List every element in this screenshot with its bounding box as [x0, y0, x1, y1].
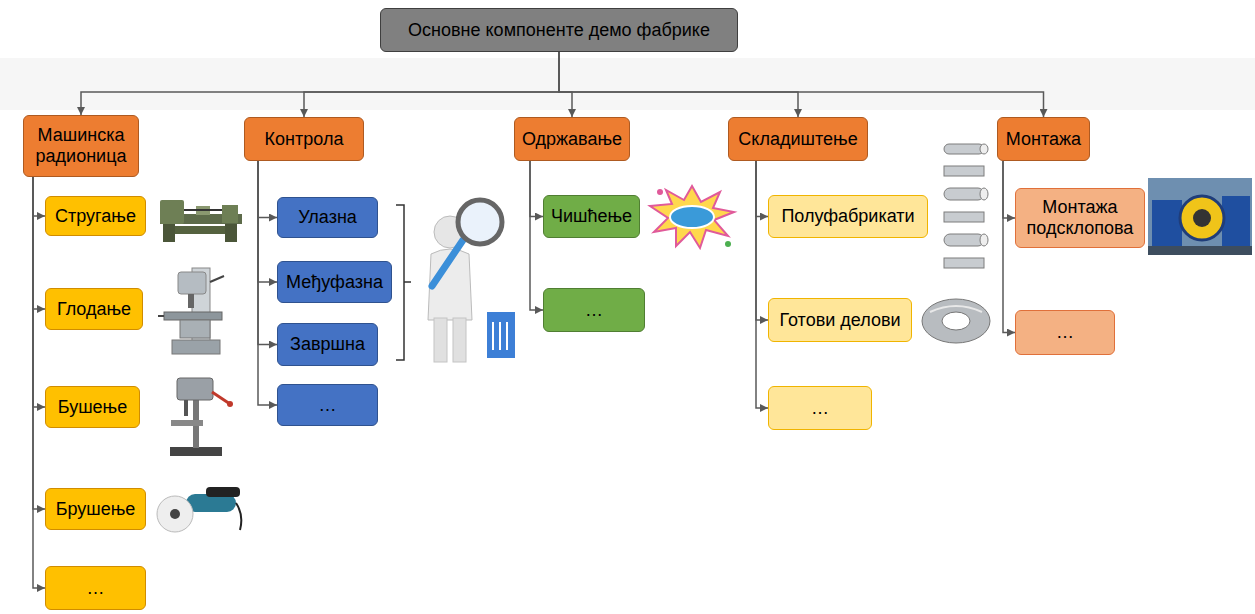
connector-line [530, 161, 543, 217]
node-label: … [585, 300, 603, 321]
inspector-picture [428, 200, 515, 362]
node-label: Брушење [56, 499, 136, 520]
connector-line [33, 177, 45, 588]
connector-line [756, 161, 768, 320]
connector-line [258, 161, 277, 345]
background-band [0, 58, 1255, 110]
connector-line [559, 52, 1044, 117]
node-label: … [319, 395, 337, 416]
assembly-picture [1148, 178, 1252, 255]
category-box: Машинска радионица [23, 115, 139, 177]
connector-line [33, 177, 45, 407]
milling-machine-picture [158, 268, 224, 354]
task-box: … [543, 288, 645, 332]
task-box: Брушење [45, 488, 146, 530]
connector-line [756, 161, 768, 217]
node-label: Машинска радионица [30, 125, 132, 166]
task-box: … [1015, 310, 1115, 355]
node-label: Монтажа подсклопова [1022, 197, 1138, 238]
node-label: Бушење [58, 397, 128, 418]
drill-press-picture [170, 378, 233, 456]
connector-line [33, 177, 45, 509]
connector-line [530, 161, 543, 310]
cleaning-picture [650, 186, 734, 248]
task-box: Глодање [45, 288, 143, 330]
task-box: … [768, 386, 872, 430]
connector-line [559, 52, 572, 117]
node-label: … [811, 398, 829, 419]
node-label: Полуфабрикати [781, 206, 914, 227]
task-box: Бушење [45, 386, 140, 428]
node-label: Одржавање [522, 129, 622, 150]
node-label: Улазна [298, 207, 357, 228]
task-box: Монтажа подсклопова [1015, 188, 1145, 248]
task-box: … [45, 566, 146, 610]
node-label: Међуфазна [286, 272, 383, 293]
connector-line [258, 161, 277, 282]
connector-line [33, 177, 45, 216]
connector-line [756, 161, 768, 408]
connector-line [258, 161, 277, 405]
lathe-picture [160, 200, 242, 242]
category-box: Контрола [244, 117, 364, 161]
node-label: Готови делови [779, 310, 900, 331]
task-box: … [277, 384, 378, 426]
connector-line [1003, 161, 1015, 218]
connector-line [1003, 161, 1015, 333]
task-box: Завршна [277, 323, 378, 366]
task-box: Полуфабрикати [768, 195, 928, 238]
node-label: Контрола [265, 129, 344, 150]
root-box: Основне компоненте демо фабрике [380, 8, 738, 52]
node-label: Складиштење [738, 129, 857, 150]
connector-line [559, 52, 798, 117]
node-label: Чишћење [551, 206, 632, 227]
connector-line [33, 177, 45, 309]
connector-line [81, 52, 559, 115]
category-box: Одржавање [514, 117, 630, 161]
node-label: Основне компоненте демо фабрике [408, 20, 710, 41]
task-box: Чишћење [543, 195, 640, 238]
node-label: Монтажа [1006, 129, 1081, 150]
node-label: Завршна [290, 334, 365, 355]
task-box: Међуфазна [277, 261, 392, 303]
task-box: Готови делови [768, 298, 912, 342]
task-box: Стругање [45, 196, 146, 236]
polisher-picture [157, 487, 241, 532]
category-box: Монтажа [997, 117, 1090, 161]
node-label: … [87, 578, 105, 599]
connector-line [304, 52, 559, 117]
node-label: Стругање [55, 206, 136, 227]
node-label: … [1056, 322, 1074, 343]
stock-picture [944, 144, 988, 268]
bracket [396, 205, 411, 360]
node-label: Глодање [57, 299, 131, 320]
category-box: Складиштење [728, 117, 868, 161]
ring-part-picture [922, 299, 990, 343]
task-box: Улазна [277, 197, 378, 238]
connector-line [258, 161, 277, 218]
